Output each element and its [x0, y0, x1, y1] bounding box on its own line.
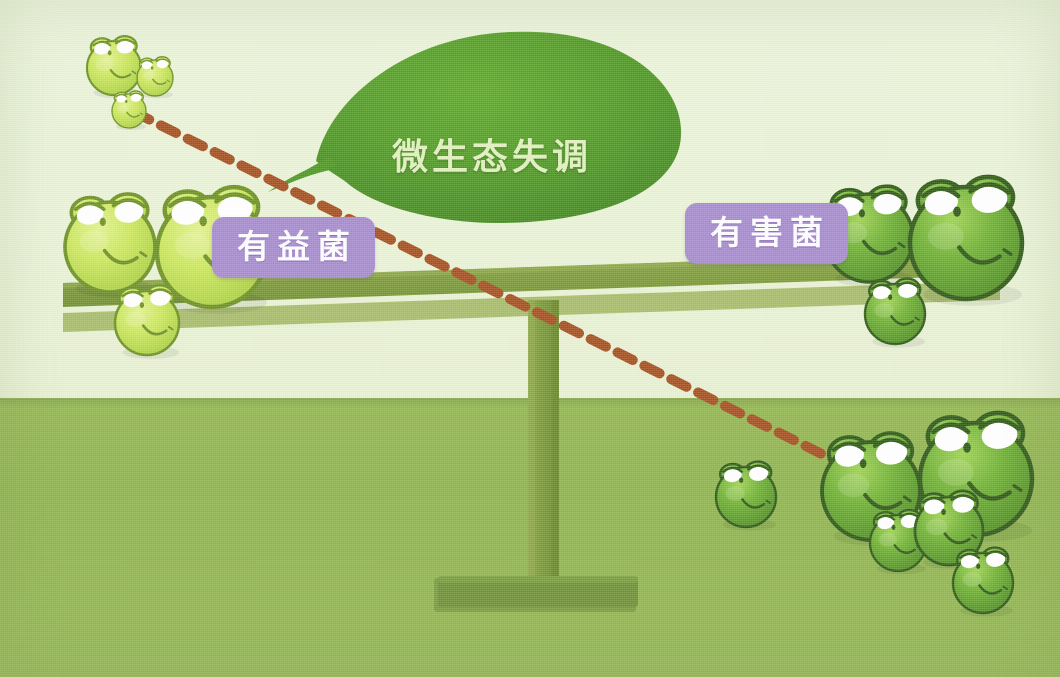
frog-character: [111, 90, 147, 131]
frog-character: [136, 56, 174, 99]
fulcrum-post: [528, 300, 559, 585]
label-harmful-bacteria[interactable]: 有害菌: [685, 203, 848, 264]
frog-character: [714, 460, 778, 531]
frog-character: [85, 35, 143, 99]
frog-character: [863, 277, 927, 348]
leaf-caption-text: 微生态失调: [392, 137, 593, 178]
frog-character: [951, 546, 1015, 617]
imbalance-dashed-arrow: [129, 107, 871, 481]
frog-character: [63, 192, 157, 298]
frog-character: [907, 174, 1025, 306]
frog-character: [113, 283, 181, 359]
fulcrum-base-plate: [434, 576, 638, 612]
leaf-callout: [268, 31, 682, 224]
label-beneficial-bacteria[interactable]: 有益菌: [212, 217, 375, 278]
